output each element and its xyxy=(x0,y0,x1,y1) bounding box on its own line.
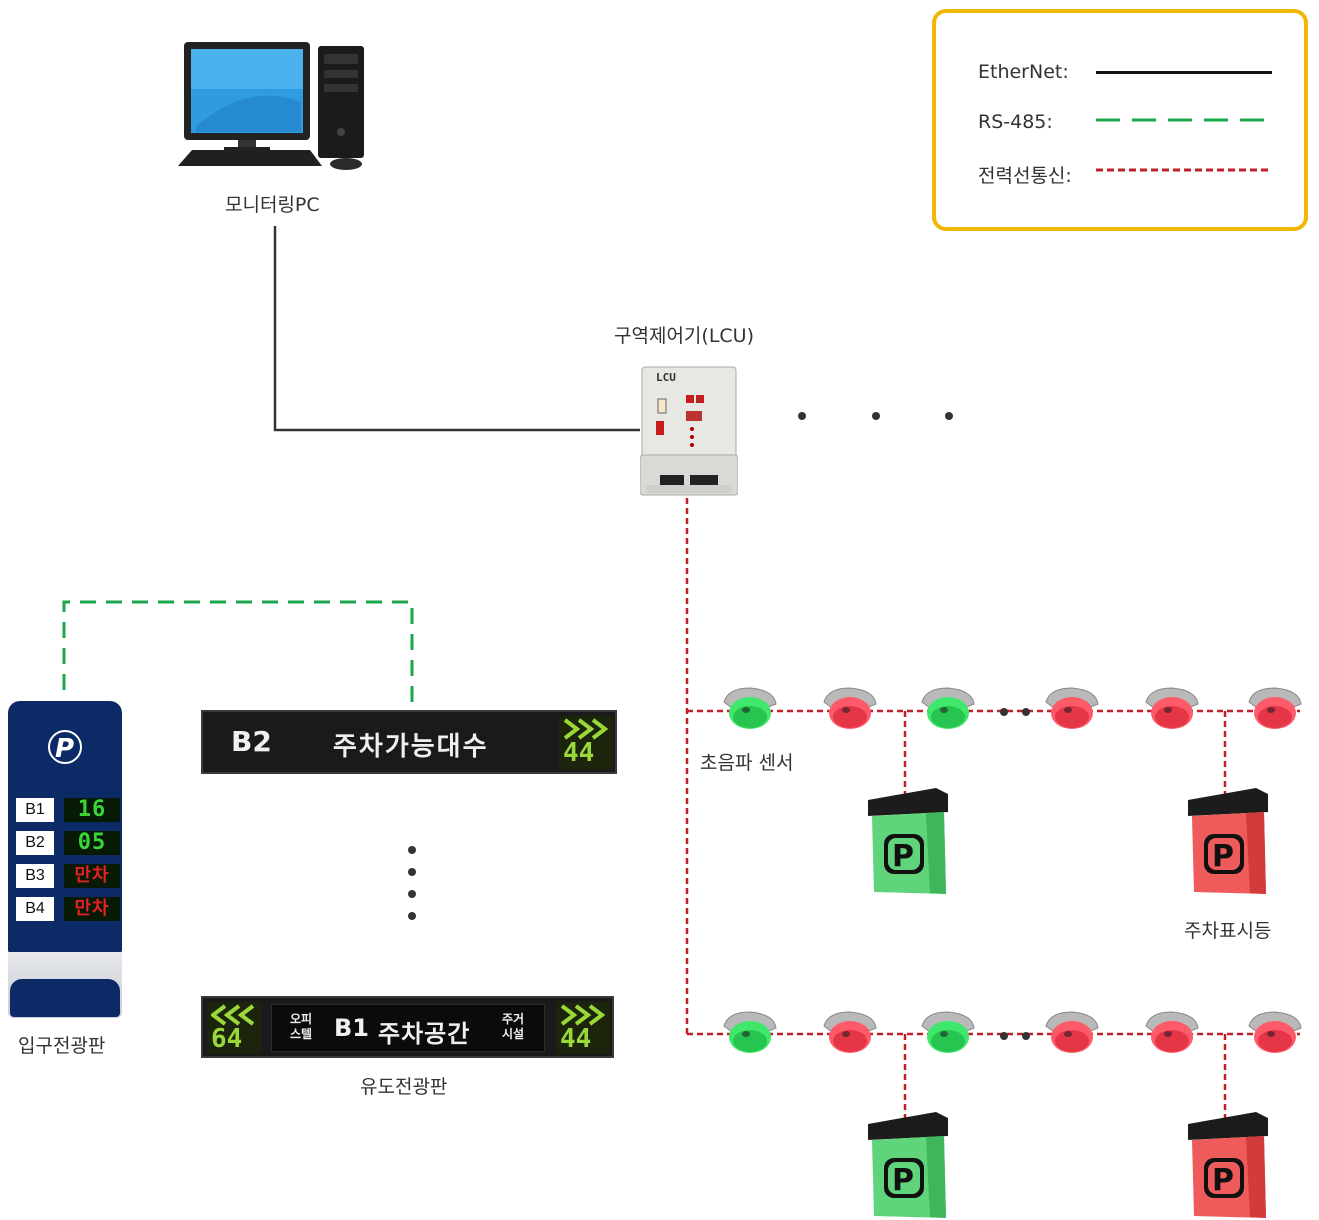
parking-indicator-light-icon: P xyxy=(1188,788,1268,894)
floor-row: B3 만차 xyxy=(16,864,120,888)
guidance-led-box: 44 xyxy=(556,1002,610,1054)
guidance-text: 주차공간 xyxy=(378,1020,471,1048)
svg-text:P: P xyxy=(1212,1163,1234,1198)
parking-indicator-light-icon: P xyxy=(1188,1112,1268,1218)
legend-box: EtherNet: RS-485: 전력선통신: xyxy=(932,9,1308,231)
right-caption-2: 시설 xyxy=(502,1027,525,1041)
ultrasonic-sensor-icon xyxy=(921,1011,975,1053)
more-dot xyxy=(408,890,416,898)
svg-text:P: P xyxy=(55,734,74,764)
ultrasonic-sensor-icon xyxy=(921,687,975,729)
ultrasonic-sensor-icon xyxy=(823,687,877,729)
ultrasonic-sensor-icon xyxy=(1145,1011,1199,1053)
ultrasonic-sensor-icon xyxy=(1045,1011,1099,1053)
more-dot xyxy=(408,868,416,876)
left-caption-2: 스텔 xyxy=(290,1027,313,1041)
parking-indicator-light-icon: P xyxy=(868,788,948,894)
guidance-floor: B2 xyxy=(231,725,272,758)
lcu-label: 구역제어기(LCU) xyxy=(614,325,754,347)
more-dot xyxy=(872,412,880,420)
guidance-board-b1: 64 오피 스텔 B1 주차공간 주거 시설 44 xyxy=(201,996,614,1058)
floor-row: B1 16 xyxy=(16,798,120,822)
legend-rs485-swatch xyxy=(1096,118,1272,122)
right-caption-1: 주거 xyxy=(502,1012,525,1026)
guidance-board-b2: B2 주차가능대수 44 xyxy=(201,710,617,774)
monitor-pc-icon xyxy=(178,42,364,170)
ultrasonic-sensor-icon xyxy=(1248,687,1302,729)
arrow-right-icon xyxy=(560,1004,606,1026)
ultrasonic-sensor-icon xyxy=(823,1011,877,1053)
left-caption-1: 오피 xyxy=(290,1012,313,1026)
more-dot xyxy=(408,846,416,854)
lcu-panel-text: LCU xyxy=(656,371,676,384)
more-dot xyxy=(1000,1032,1008,1040)
more-dot xyxy=(1000,708,1008,716)
guidance-right-count: 44 xyxy=(560,1024,592,1054)
guidance-left-count: 64 xyxy=(211,1024,243,1054)
floor-count: 16 xyxy=(64,798,120,822)
lcu-controller-icon: LCU xyxy=(640,366,738,496)
floor-row: B2 05 xyxy=(16,831,120,855)
floor-tag: B4 xyxy=(16,897,54,921)
svg-text:P: P xyxy=(892,839,914,874)
arrow-right-icon xyxy=(563,718,609,740)
more-dot xyxy=(408,912,416,920)
parking-indicator-light-icon: P xyxy=(868,1112,948,1218)
pc-label: 모니터링PC xyxy=(225,194,320,216)
more-dot xyxy=(1022,1032,1030,1040)
floor-count: 만차 xyxy=(64,864,120,888)
floor-tag: B2 xyxy=(16,831,54,855)
entrance-board-label: 입구전광판 xyxy=(18,1035,106,1057)
ultrasonic-sensor-icon xyxy=(1248,1011,1302,1053)
guidance-led-box: 64 xyxy=(207,1002,261,1054)
legend-ethernet-label: EtherNet: xyxy=(978,61,1069,83)
guidance-floor: B1 xyxy=(334,1014,369,1042)
ultrasonic-sensor-icon xyxy=(723,687,777,729)
floor-row: B4 만차 xyxy=(16,897,120,921)
guidance-count: 44 xyxy=(563,738,595,768)
guidance-led-box: 44 xyxy=(559,716,613,770)
ethernet-line xyxy=(273,226,640,432)
svg-text:P: P xyxy=(1212,839,1234,874)
floor-tag: B1 xyxy=(16,798,54,822)
floor-tag: B3 xyxy=(16,864,54,888)
parking-light-label: 주차표시등 xyxy=(1184,920,1272,942)
legend-powerline-swatch xyxy=(1096,168,1272,172)
parking-logo-icon: P xyxy=(48,730,82,764)
guidance-board-label: 유도전광판 xyxy=(360,1076,448,1098)
svg-text:P: P xyxy=(892,1163,914,1198)
more-dot xyxy=(1022,708,1030,716)
floor-count: 만차 xyxy=(64,897,120,921)
entrance-board: P B1 16 B2 05 B3 만차 B4 만차 xyxy=(8,701,122,1018)
sensor-label: 초음파 센서 xyxy=(700,752,794,774)
more-dot xyxy=(798,412,806,420)
legend-powerline-label: 전력선통신: xyxy=(978,165,1072,187)
more-dot xyxy=(945,412,953,420)
ultrasonic-sensor-icon xyxy=(723,1011,777,1053)
legend-rs485-label: RS-485: xyxy=(978,111,1053,133)
ultrasonic-sensor-icon xyxy=(1045,687,1099,729)
guidance-text: 주차가능대수 xyxy=(333,732,489,762)
floor-count: 05 xyxy=(64,831,120,855)
legend-ethernet-swatch xyxy=(1096,71,1272,74)
arrow-left-icon xyxy=(211,1004,255,1026)
ultrasonic-sensor-icon xyxy=(1145,687,1199,729)
rs485-line xyxy=(62,600,414,710)
